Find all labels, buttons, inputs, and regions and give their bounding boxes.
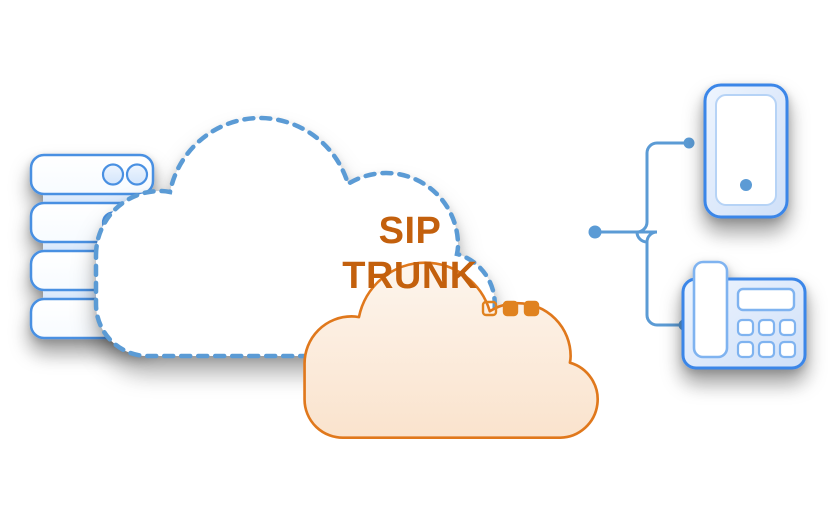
desk-phone[interactable] bbox=[681, 260, 807, 370]
desk-phone-key[interactable] bbox=[778, 318, 797, 337]
status-light-2-icon bbox=[502, 300, 519, 317]
mobile-phone[interactable] bbox=[703, 83, 789, 219]
sip-trunk-cloud[interactable]: SIP TRUNK bbox=[96, 118, 599, 439]
connector-dot-mobile bbox=[683, 137, 695, 149]
status-light-3-icon bbox=[523, 300, 540, 317]
desk-phone-key[interactable] bbox=[736, 340, 755, 359]
mobile-phone-home-dot-icon bbox=[740, 179, 752, 191]
desk-phone-handset-icon bbox=[692, 260, 729, 359]
cloud-label-line2: TRUNK bbox=[342, 255, 478, 297]
status-light-1-icon bbox=[481, 300, 498, 317]
desk-phone-display bbox=[736, 287, 796, 312]
desk-phone-key[interactable] bbox=[757, 340, 776, 359]
connector-cloud-to-desk-phone bbox=[635, 230, 685, 327]
desk-phone-keypad[interactable] bbox=[736, 318, 797, 359]
server-unit-1[interactable] bbox=[29, 153, 155, 196]
server-indicator-b bbox=[125, 163, 149, 186]
connector-cloud-fork bbox=[592, 141, 690, 327]
server-indicator-a bbox=[101, 163, 125, 186]
desk-phone-key[interactable] bbox=[736, 318, 755, 337]
desk-phone-key[interactable] bbox=[757, 318, 776, 337]
connector-cloud-to-mobile bbox=[592, 141, 690, 234]
cloud-status-lights bbox=[481, 300, 540, 317]
cloud-label-line1: SIP bbox=[379, 210, 442, 252]
mobile-phone-screen bbox=[715, 94, 777, 206]
connector-dot-cloud-right bbox=[588, 225, 602, 239]
desk-phone-key[interactable] bbox=[778, 340, 797, 359]
